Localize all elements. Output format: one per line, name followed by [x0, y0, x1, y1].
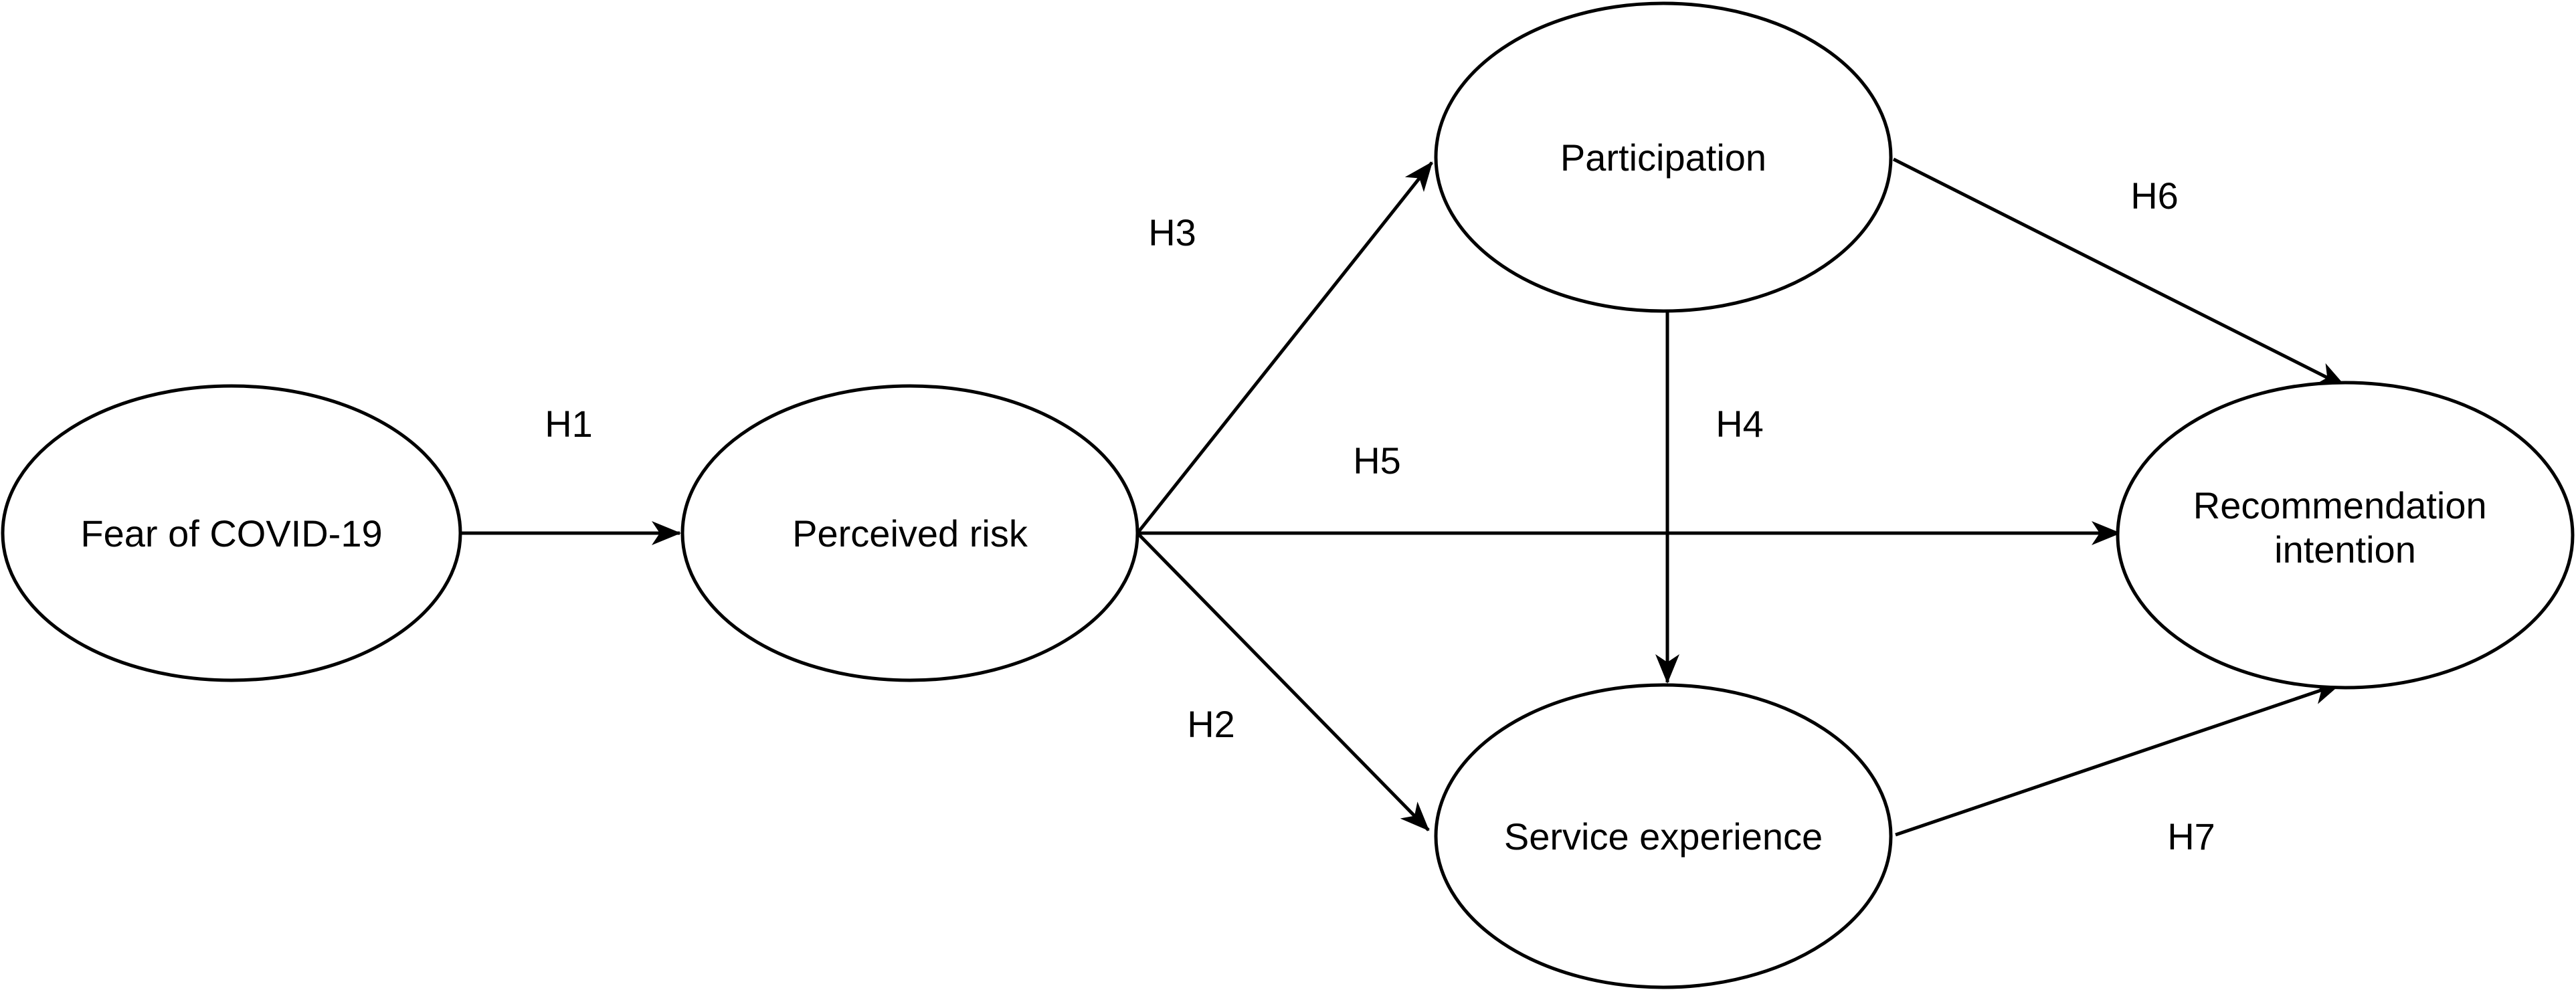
node-fear-of-covid-label: Fear of COVID-19: [80, 512, 382, 555]
node-recommendation-intention-ellipse: [2116, 381, 2575, 690]
edge-h1-label: H1: [545, 403, 593, 445]
node-recommendation-intention-line2: intention: [2274, 528, 2416, 571]
node-recommendation-intention: Recommendation intention: [2116, 381, 2575, 690]
edge-h3-arrow: [1136, 161, 1433, 534]
edge-h5-label: H5: [1353, 439, 1401, 482]
edges: [462, 157, 2347, 837]
edge-h2-label: H2: [1187, 703, 1235, 745]
node-participation: Participation: [1434, 1, 1893, 313]
node-service-experience: Service experience: [1434, 683, 1893, 989]
node-perceived-risk-label: Perceived risk: [792, 512, 1028, 555]
edge-h6-label: H6: [2130, 175, 2179, 217]
node-service-experience-ellipse: [1434, 683, 1893, 989]
node-recommendation-intention-label: Recommendation intention: [2193, 484, 2497, 571]
edge-h2-arrow: [1136, 532, 1430, 831]
node-participation-ellipse: [1434, 1, 1893, 313]
edge-labels: H1 H2 H3 H4 H5 H6 H7: [545, 175, 2215, 858]
node-perceived-risk-ellipse: [680, 384, 1139, 682]
node-participation-label: Participation: [1560, 136, 1766, 179]
node-recommendation-intention-line1: Recommendation: [2193, 484, 2487, 526]
edge-h3-label: H3: [1148, 211, 1196, 254]
node-perceived-risk: Perceived risk: [680, 384, 1139, 682]
edge-h7-arrow: [1895, 681, 2342, 837]
edge-h6-arrow: [1892, 157, 2347, 389]
node-fear-of-covid-ellipse: [1, 384, 462, 682]
node-fear-of-covid: Fear of COVID-19: [1, 384, 462, 682]
edge-h4-label: H4: [1716, 403, 1764, 445]
node-service-experience-label: Service experience: [1504, 815, 1823, 858]
edge-h7-label: H7: [2167, 815, 2215, 858]
